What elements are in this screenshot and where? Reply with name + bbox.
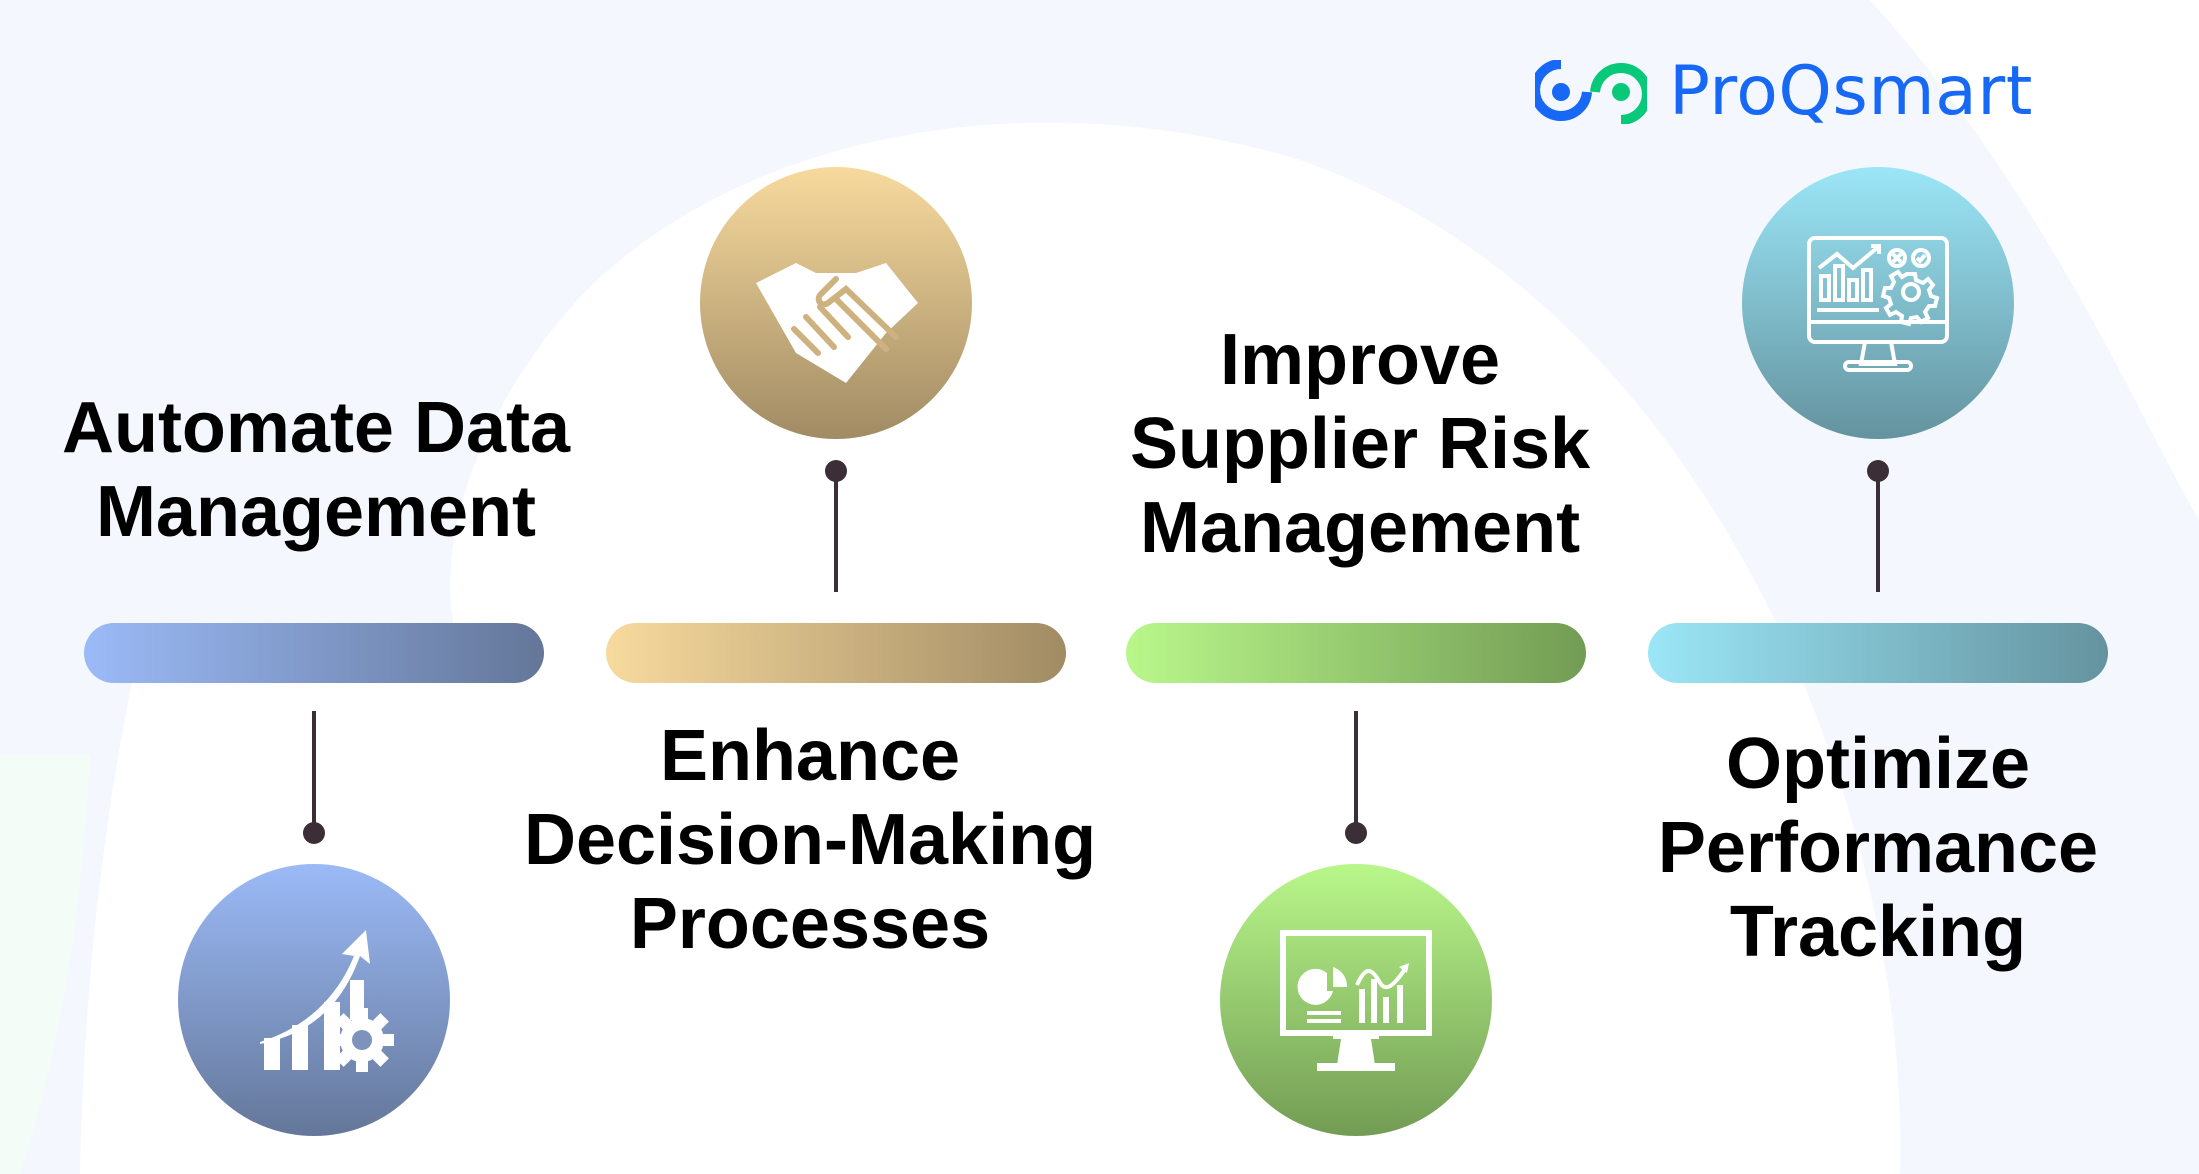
step-2-bar <box>606 623 1066 683</box>
step-3-bar <box>1126 623 1586 683</box>
step-4-bar <box>1648 623 2108 683</box>
step-3-title-line-1: Improve <box>1219 320 1501 400</box>
step-3-icon-circle <box>1220 864 1492 1136</box>
linked-rings-logo-icon <box>1535 60 1647 124</box>
step-4-connector-line <box>1876 470 1880 592</box>
step-2-title-line-1: Enhance <box>659 716 961 796</box>
step-1-connector-line <box>312 711 316 831</box>
background-arc-left <box>0 0 420 1174</box>
step-3-connector-line <box>1354 711 1358 831</box>
step-1-connector-dot <box>303 822 325 844</box>
step-2-connector-line <box>834 470 838 592</box>
background-band <box>130 0 2199 1174</box>
handshake-icon <box>756 263 918 383</box>
brand-logo: ProQsmart <box>1535 52 2033 132</box>
step-4-title-line-2: Performance <box>1657 808 2099 888</box>
growth-chart-gear-icon <box>260 930 394 1072</box>
monitor-performance-gear-icon <box>1807 236 1949 372</box>
monitor-analytics-icon <box>1280 930 1432 1071</box>
background-arc-right <box>2030 0 2199 300</box>
step-2-title: Enhance Decision-Making Processes <box>524 714 1096 966</box>
step-1-title: Automate Data Management <box>62 386 570 554</box>
step-2-icon-circle <box>700 167 972 439</box>
brand-name: ProQsmart <box>1669 52 2033 131</box>
step-4-title-line-3: Tracking <box>1729 892 2027 972</box>
step-1-icon-circle <box>178 864 450 1136</box>
step-4-icon-circle <box>1742 167 2014 439</box>
background-mint-area <box>0 755 90 1174</box>
step-1-title-line-2: Management <box>95 472 537 552</box>
step-1-title-line-1: Automate Data <box>61 388 571 468</box>
step-3-title-line-2: Supplier Risk <box>1129 404 1591 484</box>
step-2-title-line-2: Decision-Making <box>523 800 1097 880</box>
step-3-title-line-3: Management <box>1139 488 1581 568</box>
step-3-title: Improve Supplier Risk Management <box>1130 318 1590 570</box>
step-1-bar <box>84 623 544 683</box>
step-2-title-line-3: Processes <box>629 884 991 964</box>
step-3-connector-dot <box>1345 822 1367 844</box>
step-4-title-line-1: Optimize <box>1725 724 2031 804</box>
step-4-title: Optimize Performance Tracking <box>1658 722 2098 974</box>
